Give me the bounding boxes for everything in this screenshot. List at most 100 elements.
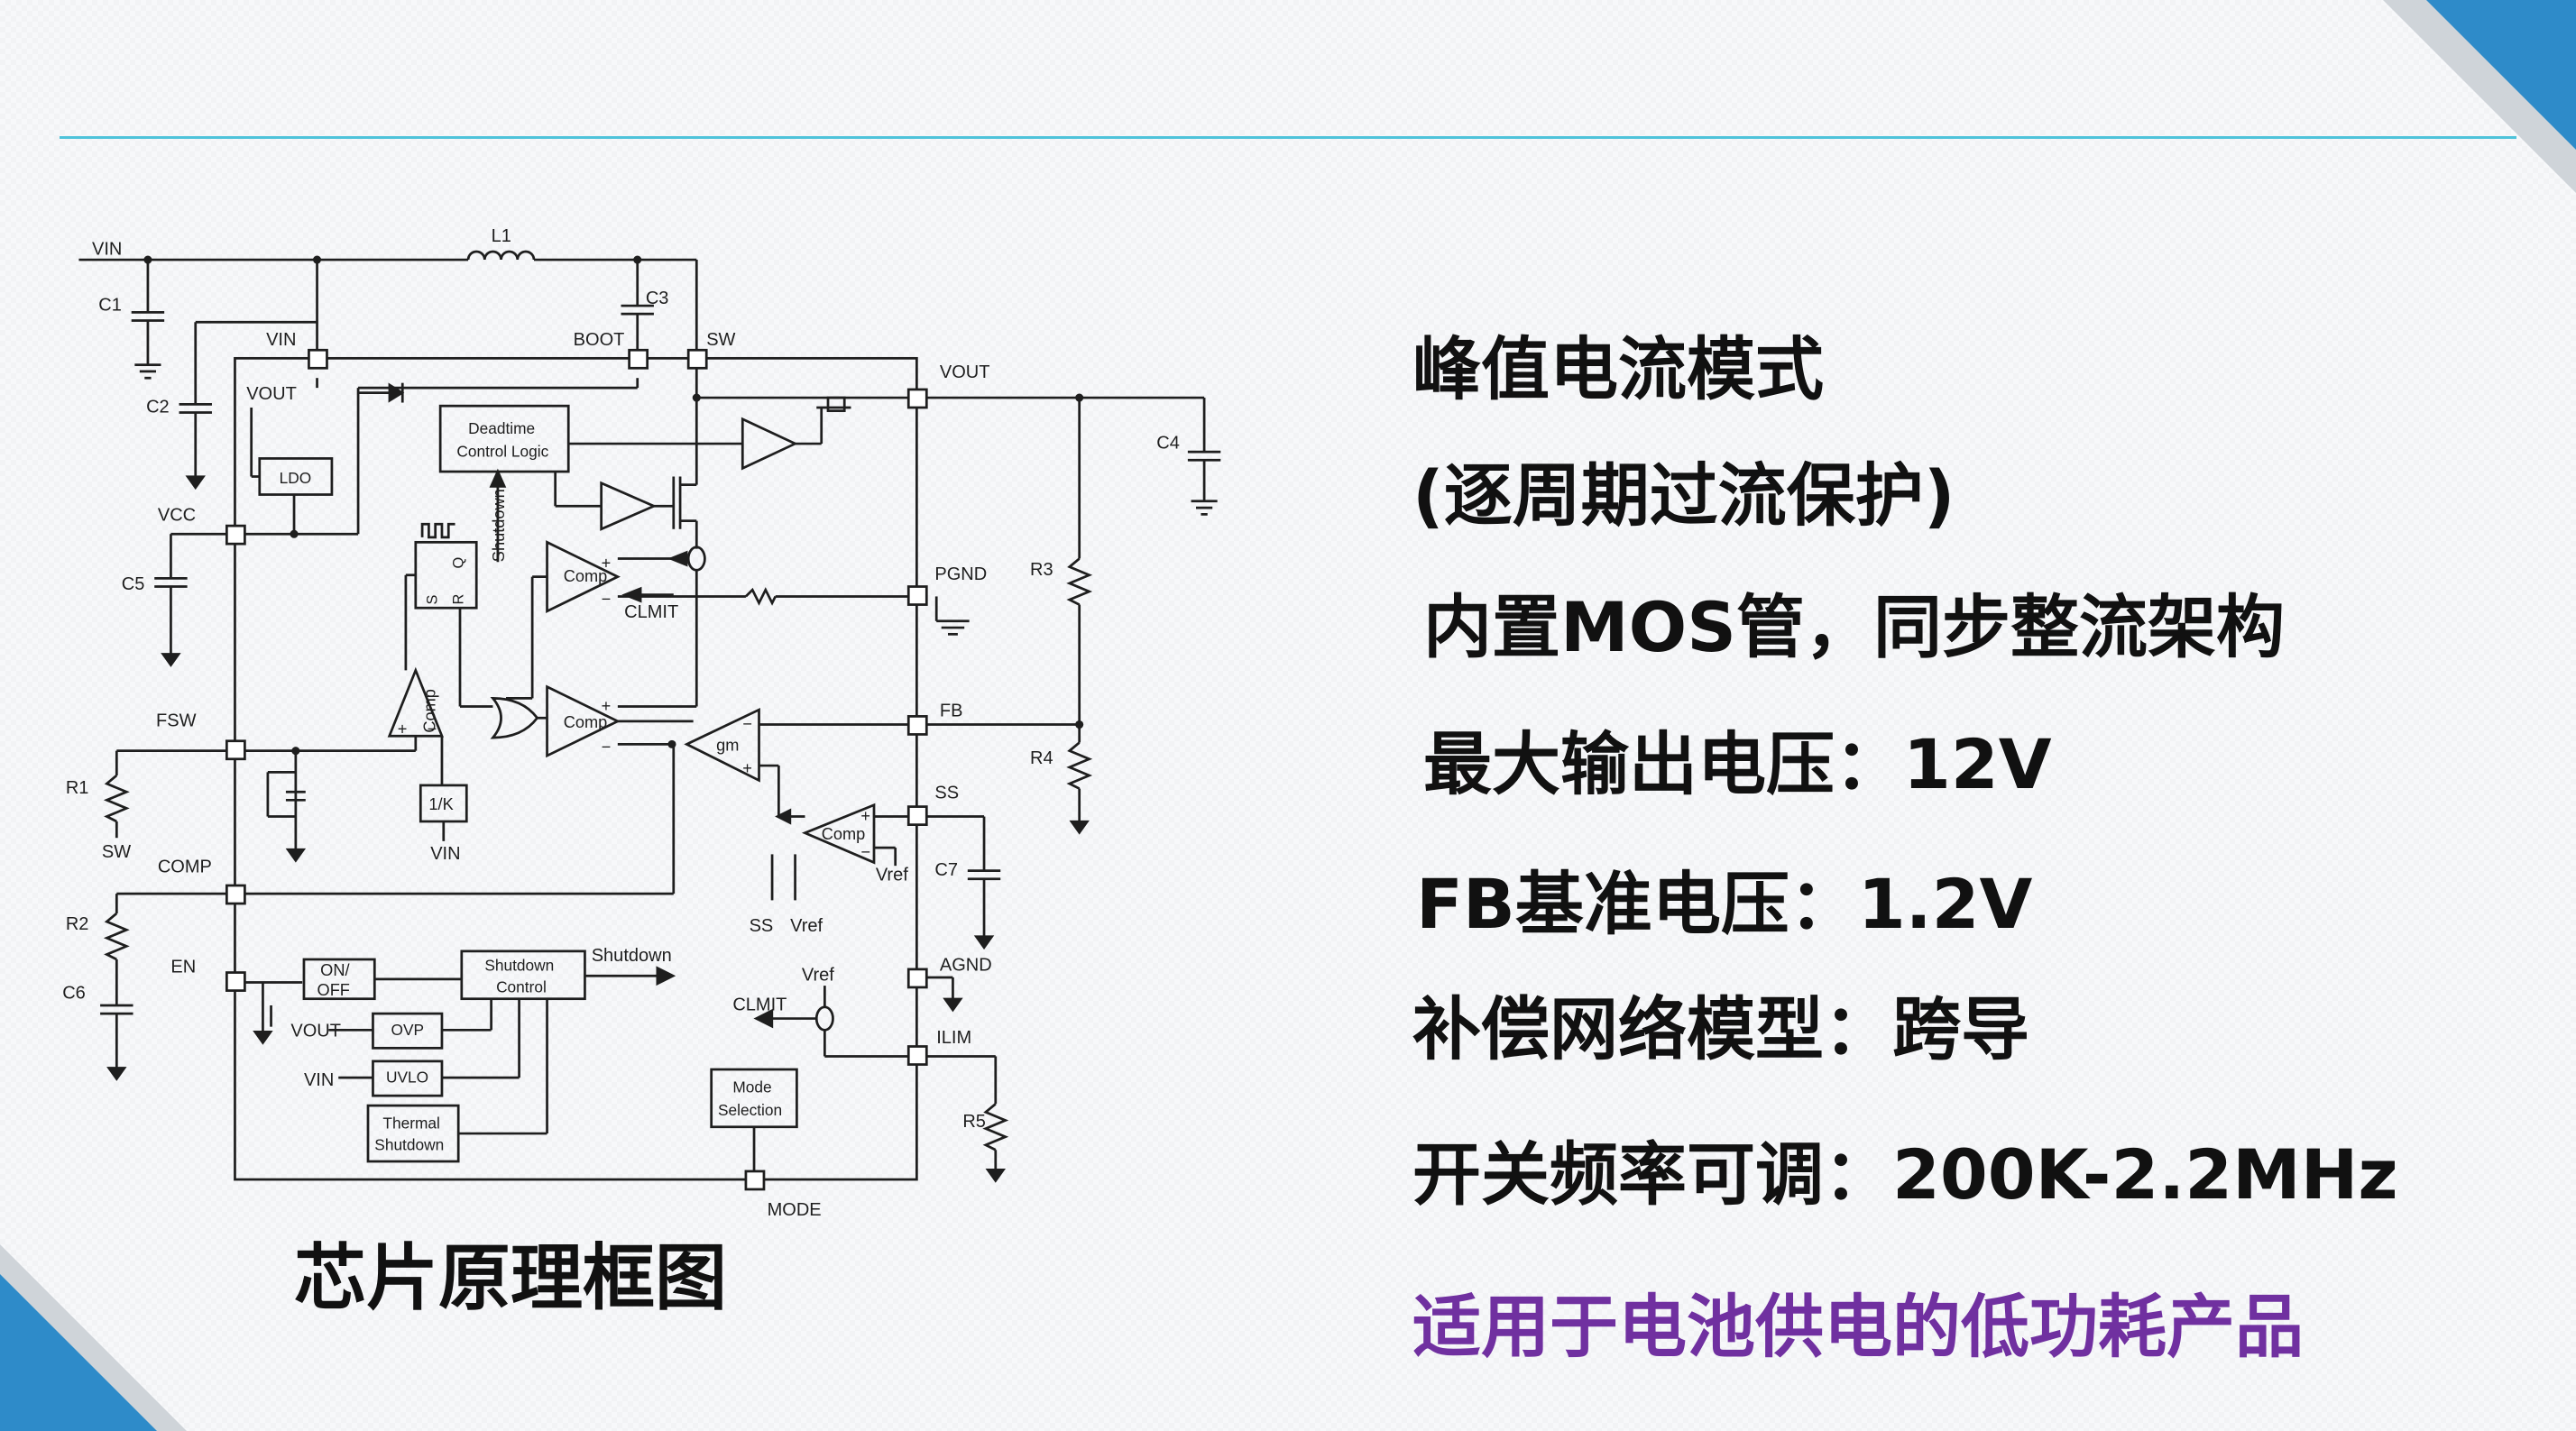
label-fsw-comp-minus: − bbox=[428, 720, 437, 738]
feature-max-output: 最大输出电压：12V bbox=[1423, 724, 2052, 804]
top-right-triangle-blue bbox=[2426, 0, 2576, 150]
label-l1: L1 bbox=[492, 226, 511, 246]
label-vin-k: VIN bbox=[430, 844, 460, 864]
label-sd-control-2: Control bbox=[496, 977, 547, 995]
feature-fb-reference: FB基准电压：1.2V bbox=[1416, 864, 2033, 944]
label-onoff-2: OFF bbox=[317, 981, 350, 999]
bottom-left-stripe-gray bbox=[0, 1244, 187, 1431]
label-deadtime-1: Deadtime bbox=[468, 419, 535, 437]
header-rule bbox=[60, 136, 2516, 139]
label-ldo: LDO bbox=[280, 469, 312, 487]
label-c2: C2 bbox=[146, 397, 170, 417]
pin-ss bbox=[906, 805, 928, 826]
label-ss-bottom: SS bbox=[750, 916, 774, 936]
feature-peak-current-mode: 峰值电流模式 bbox=[1412, 329, 1824, 409]
label-en: EN bbox=[170, 958, 196, 977]
label-c5: C5 bbox=[122, 574, 145, 594]
label-comp-top: Comp bbox=[564, 567, 608, 585]
label-latch-q: Q bbox=[451, 557, 467, 569]
label-gm-plus: + bbox=[742, 759, 752, 777]
label-ilim: ILIM bbox=[936, 1028, 971, 1048]
bottom-left-triangle-blue bbox=[0, 1274, 157, 1431]
label-vout-ldo: VOUT bbox=[246, 384, 297, 404]
label-c6: C6 bbox=[62, 984, 86, 1004]
label-clmit-2: CLMIT bbox=[732, 995, 787, 1014]
label-r1: R1 bbox=[66, 778, 89, 798]
label-gm-minus: − bbox=[742, 715, 752, 733]
label-ovp: OVP bbox=[391, 1021, 425, 1039]
label-r5: R5 bbox=[962, 1112, 986, 1132]
label-1k: 1/K bbox=[428, 795, 453, 813]
label-comp-top-minus: − bbox=[602, 591, 612, 609]
pin-sw bbox=[686, 348, 708, 370]
label-onoff-1: ON/ bbox=[320, 961, 350, 979]
top-right-stripe-gray bbox=[2383, 0, 2576, 193]
pin-vcc bbox=[225, 524, 246, 546]
label-vout-pin: VOUT bbox=[940, 362, 990, 382]
label-comp-mid-minus: − bbox=[602, 738, 612, 756]
label-mode-1: Mode bbox=[732, 1078, 771, 1096]
label-vref-bottom: Vref bbox=[790, 916, 823, 936]
label-pgnd: PGND bbox=[934, 564, 987, 584]
label-vref-ilim: Vref bbox=[802, 966, 834, 986]
pin-fsw bbox=[225, 739, 246, 761]
label-gm: gm bbox=[716, 737, 739, 755]
feature-cycle-current-limit: (逐周期过流保护) bbox=[1412, 455, 1955, 536]
feature-compensation: 补偿网络模型：跨导 bbox=[1412, 989, 2029, 1069]
pin-agnd bbox=[906, 968, 928, 989]
pin-comp bbox=[225, 884, 246, 905]
label-sd-control-1: Shutdown bbox=[484, 957, 554, 975]
label-deadtime-2: Control Logic bbox=[456, 443, 548, 461]
label-thermal-2: Shutdown bbox=[374, 1135, 444, 1153]
label-comp-vertical: Comp bbox=[421, 689, 439, 733]
label-ss-pin: SS bbox=[934, 783, 959, 803]
label-c4: C4 bbox=[1156, 434, 1180, 454]
label-latch-r: R bbox=[451, 594, 467, 605]
label-thermal-1: Thermal bbox=[382, 1115, 439, 1133]
label-vin-uvlo: VIN bbox=[304, 1070, 334, 1090]
pin-en bbox=[225, 971, 246, 992]
label-r4: R4 bbox=[1030, 748, 1053, 768]
label-comp-mid: Comp bbox=[564, 713, 608, 731]
label-clmit-1: CLMIT bbox=[624, 602, 678, 622]
label-comp-mid-plus: + bbox=[602, 697, 612, 715]
label-comp-ss-plus: + bbox=[860, 807, 870, 825]
label-mode-pin: MODE bbox=[768, 1200, 822, 1220]
pin-fb bbox=[906, 715, 928, 736]
label-sw-r1: SW bbox=[102, 842, 131, 862]
label-uvlo: UVLO bbox=[386, 1069, 428, 1087]
feature-battery-application: 适用于电池供电的低功耗产品 bbox=[1412, 1287, 2304, 1367]
pin-boot bbox=[628, 348, 649, 370]
pin-vout bbox=[906, 388, 928, 409]
diagram-caption: 芯片原理框图 bbox=[294, 1236, 727, 1320]
label-boot: BOOT bbox=[574, 330, 625, 350]
pin-ilim bbox=[906, 1045, 928, 1066]
label-c1: C1 bbox=[98, 296, 122, 316]
label-mode-2: Selection bbox=[718, 1101, 782, 1119]
label-vcc: VCC bbox=[158, 506, 196, 526]
label-comp-pin: COMP bbox=[158, 857, 212, 876]
label-comp-ss: Comp bbox=[822, 825, 866, 843]
label-comp-ss-minus: − bbox=[860, 843, 870, 861]
label-fb: FB bbox=[940, 701, 963, 720]
label-vin-pin: VIN bbox=[266, 330, 296, 350]
pin-pgnd bbox=[906, 585, 928, 606]
label-vin-top: VIN bbox=[92, 240, 122, 260]
label-latch-s: S bbox=[425, 595, 441, 605]
label-vref-ss: Vref bbox=[876, 866, 908, 885]
label-c3: C3 bbox=[646, 289, 669, 308]
label-r2: R2 bbox=[66, 914, 89, 934]
pin-mode bbox=[744, 1170, 766, 1191]
label-shutdown-out: Shutdown bbox=[592, 946, 672, 966]
label-shutdown-vertical: Shutdown bbox=[490, 489, 508, 562]
label-fsw: FSW bbox=[156, 711, 197, 730]
feature-switching-frequency: 开关频率可调：200K-2.2MHz bbox=[1412, 1134, 2398, 1215]
label-r3: R3 bbox=[1030, 560, 1053, 580]
label-vout-ovp: VOUT bbox=[290, 1022, 341, 1041]
label-comp-top-plus: + bbox=[602, 554, 612, 572]
label-sw-pin: SW bbox=[706, 330, 735, 350]
label-fsw-comp-plus: + bbox=[398, 720, 408, 738]
